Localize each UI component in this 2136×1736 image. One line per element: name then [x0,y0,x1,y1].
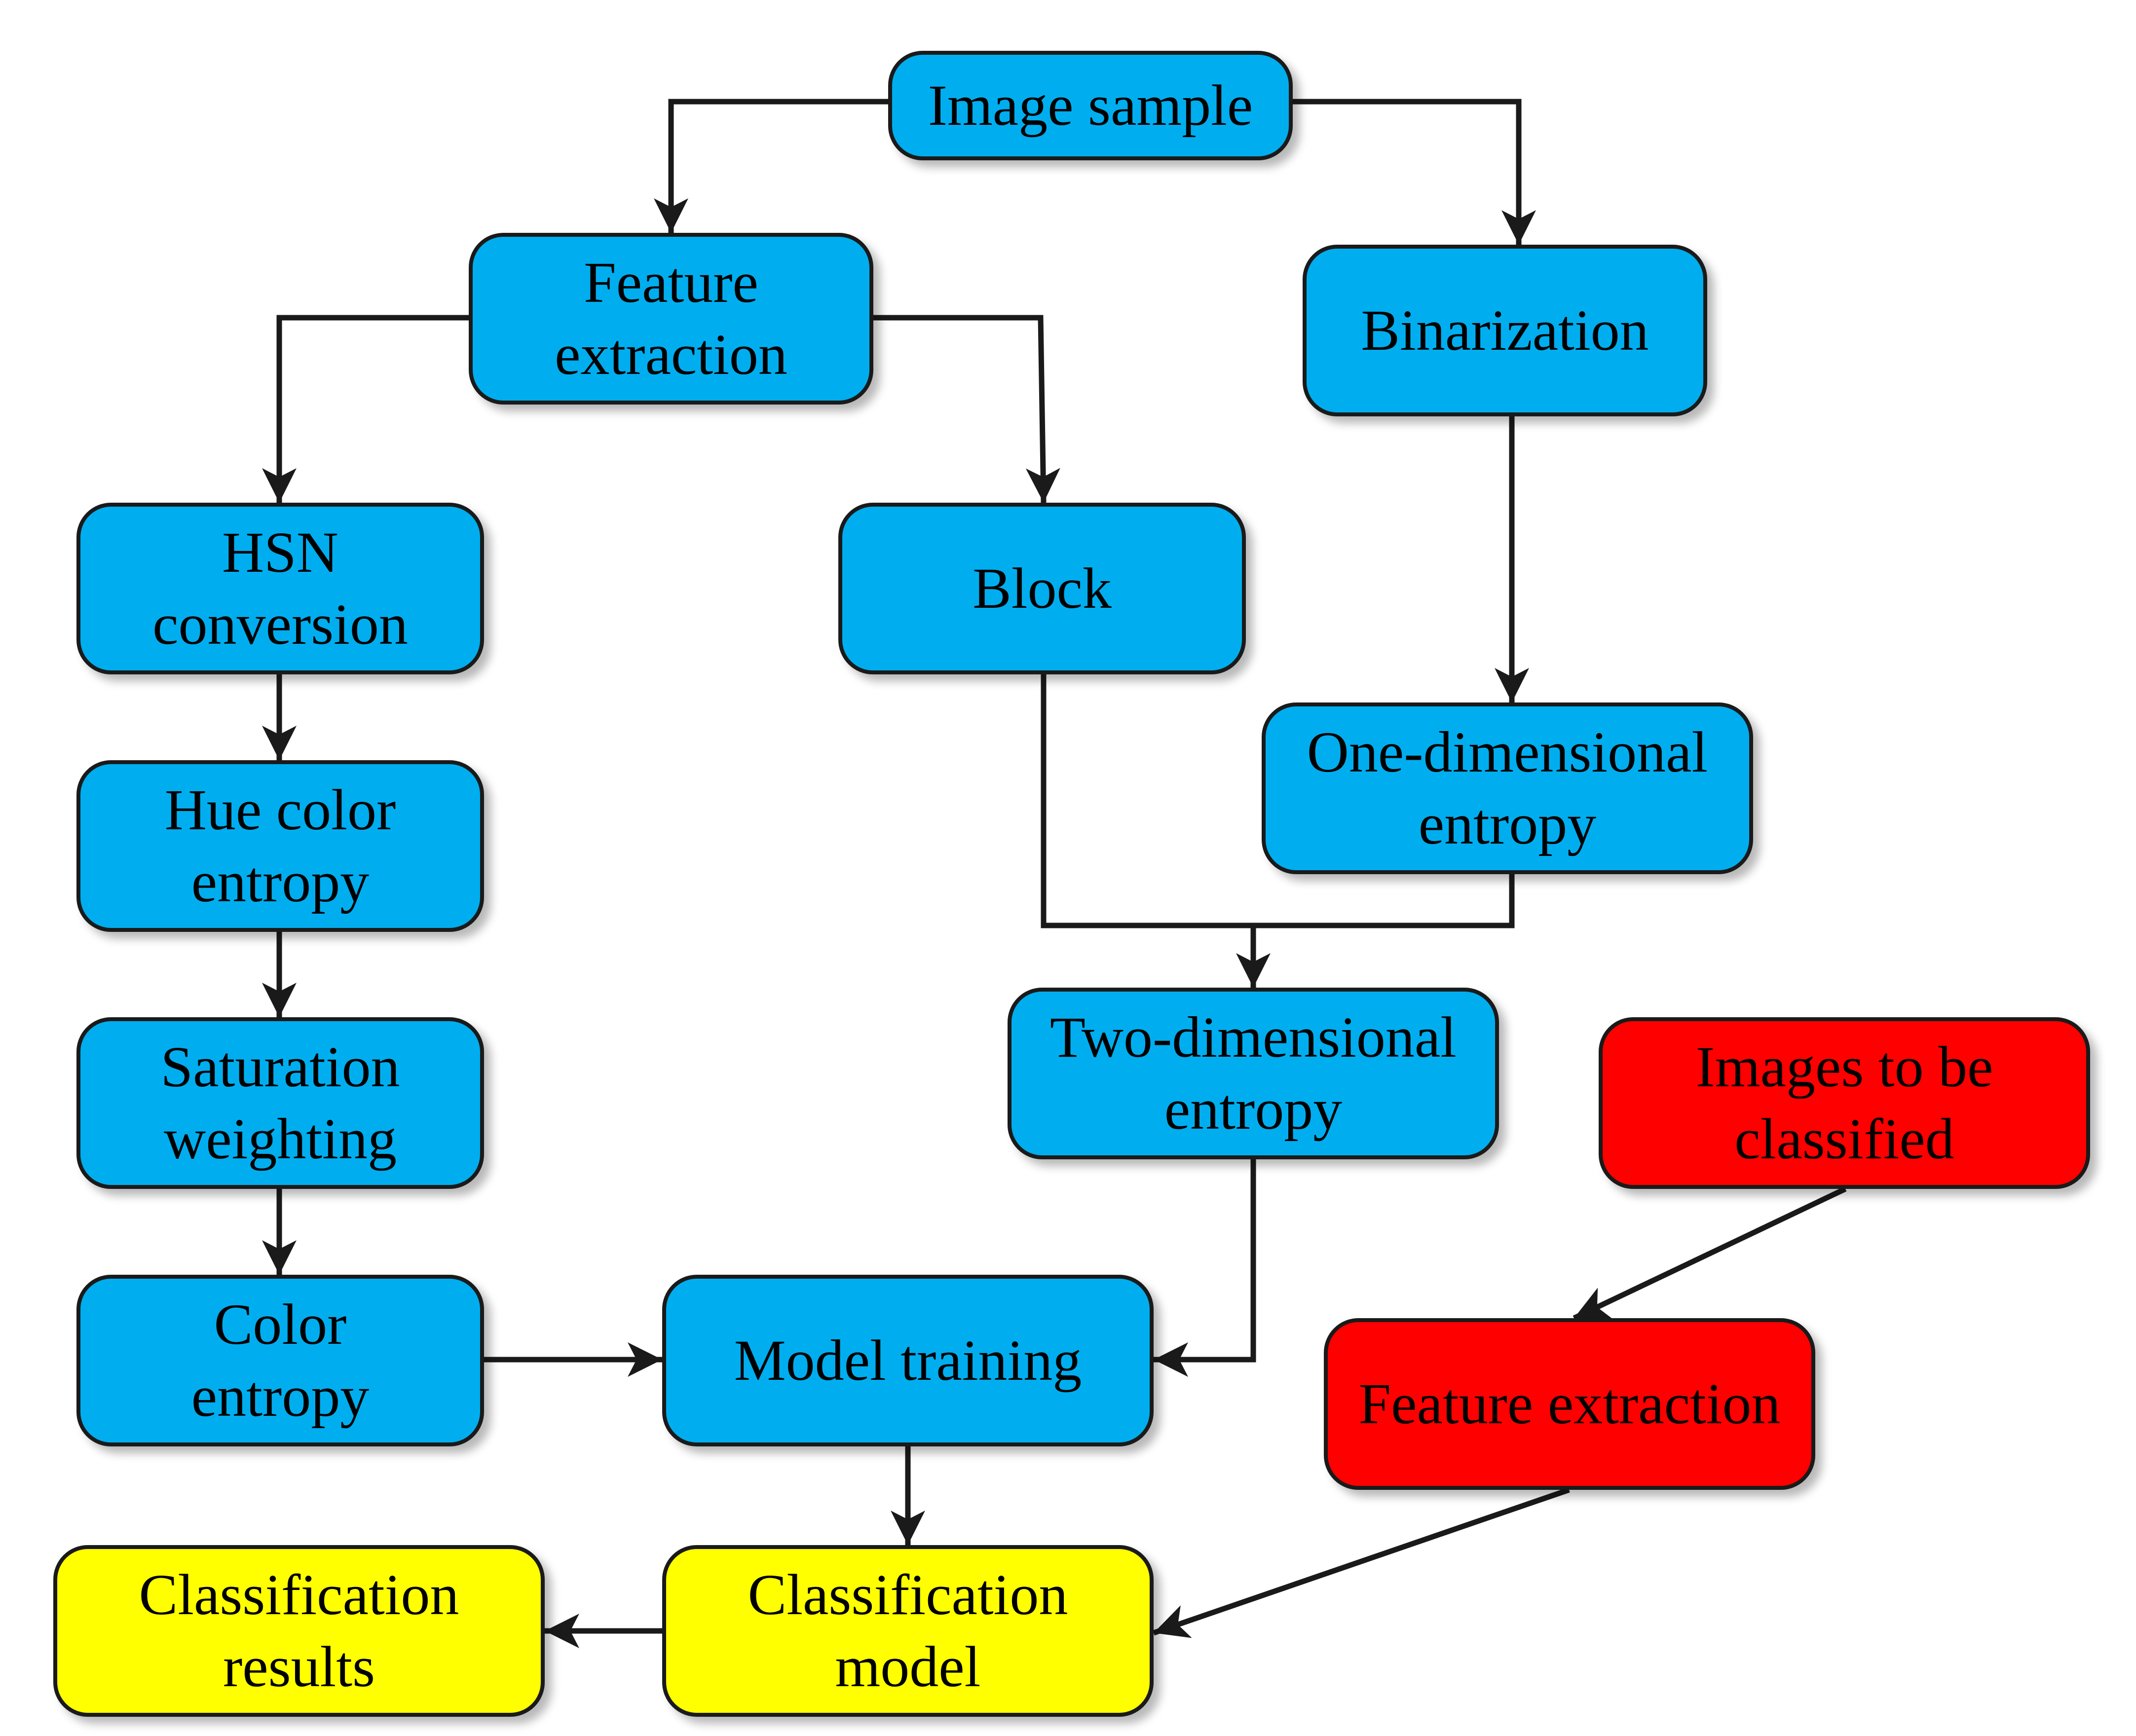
node-hsn-conversion: HSN conversion [76,503,484,674]
node-feature-extraction: Feature extraction [469,233,873,405]
node-block: Block [838,503,1246,674]
node-two-dimensional-entropy: Two-dimensional entropy [1008,988,1499,1159]
node-saturation-weighting: Saturation weighting [76,1017,484,1189]
arrow-block-to-two-dim-entropy [1041,674,1271,988]
node-images-to-be-classified: Images to be classified [1599,1017,2090,1189]
node-model-training: Model training [662,1275,1154,1446]
arrow-one-dim-entropy-to-two-dim-entropy [1253,874,1515,928]
node-feature-extraction-classify: Feature extraction [1324,1318,1815,1490]
arrow-image-sample-to-binarization [1293,99,1536,245]
node-classification-model: Classification model [662,1545,1154,1717]
node-color-entropy: Color entropy [76,1275,484,1446]
arrow-two-dim-entropy-to-model-training [1154,1159,1256,1377]
node-hue-color-entropy: Hue color entropy [76,760,484,932]
node-binarization: Binarization [1303,245,1707,416]
arrow-feature-extraction-to-block [873,315,1060,503]
arrow-feature-extraction-to-hsn-conversion [262,315,469,503]
node-one-dimensional-entropy: One-dimensional entropy [1262,702,1753,874]
node-classification-results: Classification results [53,1545,545,1717]
node-image-sample: Image sample [888,51,1293,160]
arrow-feature-extraction-2-to-classification-model [1153,1487,1570,1638]
arrow-images-to-classify-to-feature-extraction-2 [1573,1186,1847,1321]
arrow-image-sample-to-feature-extraction [654,99,888,233]
